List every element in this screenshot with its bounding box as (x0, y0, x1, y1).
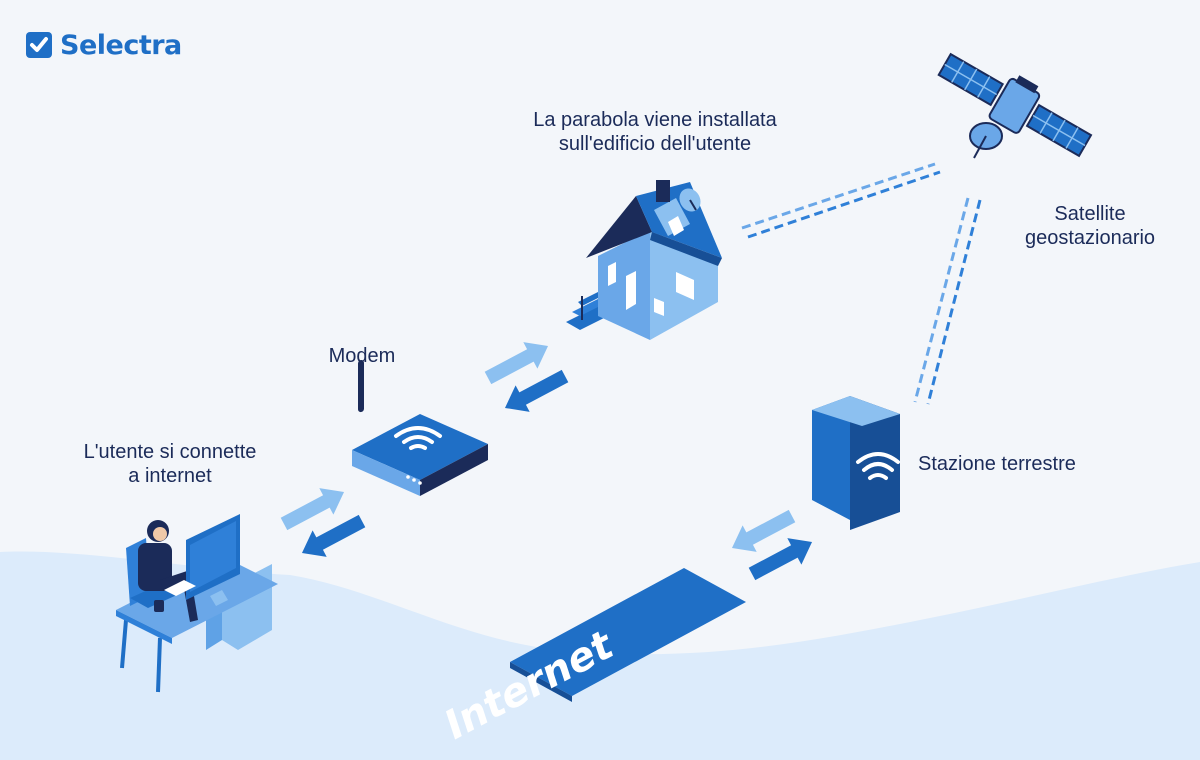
satellite-label-line-2: geostazionario (1024, 227, 1156, 249)
user-label: L'utente si connette a internet (50, 440, 290, 488)
house-satellite-link (741, 162, 941, 239)
selectra-logo: Selectra (26, 28, 182, 62)
satellite-label-line-1: Satellite (1054, 203, 1126, 225)
house-building (566, 180, 722, 340)
ground-station (812, 396, 900, 530)
satellite-device (937, 52, 1093, 158)
house-label-line-1: La parabola viene installata (533, 109, 777, 131)
station-label-text: Stazione terrestre (918, 453, 1076, 475)
user-label-line-1: L'utente si connette (83, 441, 257, 463)
house-label-line-2: sull'edificio dell'utente (558, 133, 752, 155)
brand-name: Selectra (60, 29, 182, 61)
station-label: Stazione terrestre (918, 452, 1130, 476)
modem-label: Modem (302, 344, 422, 368)
house-label: La parabola viene installata sull'edific… (490, 108, 820, 156)
wifi-icon (394, 426, 442, 450)
satellite-station-link (913, 197, 982, 405)
wifi-icon (856, 452, 900, 480)
satellite-dish (969, 122, 1003, 159)
user-at-desk (116, 514, 278, 693)
checkmark-icon (26, 32, 52, 58)
modem-label-text: Modem (328, 345, 396, 367)
satellite-label: Satellite geostazionario (990, 202, 1190, 250)
user-label-line-2: a internet (128, 465, 212, 487)
modem-device (352, 360, 488, 496)
